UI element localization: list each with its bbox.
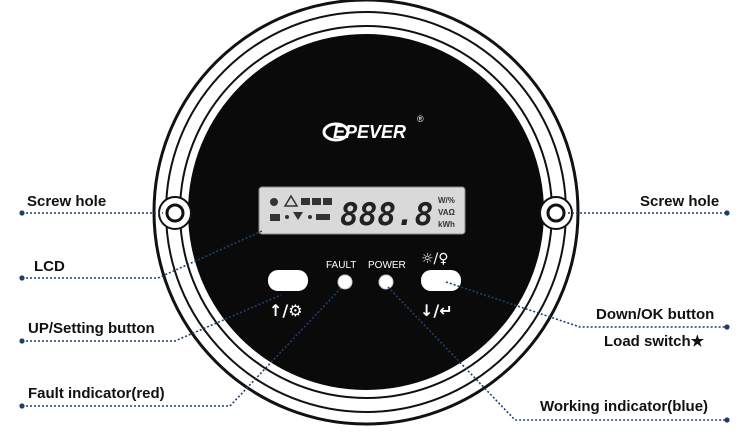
leader-lines: [22, 212, 727, 421]
up-setting-symbol: ↑/⚙: [269, 301, 303, 320]
callout-screw-hole-left: Screw hole: [27, 193, 107, 210]
brand-name: EPEVER: [333, 122, 406, 142]
up-setting-button[interactable]: [268, 270, 308, 291]
fault-indicator: [337, 274, 353, 290]
lcd-display: 888.8 W/% VAΩ kWh: [258, 186, 466, 235]
callout-up-setting-button: UP/Setting button: [28, 320, 155, 337]
callout-fault-indicator: Fault indicator(red): [28, 385, 165, 402]
leader-endpoints: [19, 210, 730, 423]
leader-lcd: [22, 230, 263, 279]
registered-mark: ®: [417, 114, 424, 124]
leader-up-button: [22, 294, 282, 342]
load-icon: [293, 212, 303, 220]
brand-logo: EPEVER ®: [322, 114, 424, 142]
battery-small-icon: [270, 214, 280, 221]
leader-down-button: [445, 281, 727, 328]
warning-icon: [283, 194, 299, 207]
load-switch-symbol: ☼/♀: [421, 251, 449, 267]
battery-icon: [301, 198, 310, 205]
sun-icon: [270, 198, 278, 206]
screw-hole-right: [539, 196, 573, 230]
lcd-unit-top: W/%: [438, 196, 455, 205]
callout-screw-hole-right: Screw hole: [640, 193, 720, 210]
lcd-digits: 888.8: [340, 197, 433, 233]
power-label: POWER: [368, 260, 406, 271]
down-ok-button[interactable]: [421, 270, 461, 291]
callout-working-indicator: Working indicator(blue): [540, 398, 709, 415]
leader-working: [387, 286, 727, 421]
callout-load-switch: Load switch★: [604, 333, 705, 350]
callout-down-ok-button: Down/OK button: [596, 306, 715, 323]
leader-fault: [22, 286, 343, 407]
arrow-dot-icon: [285, 215, 289, 219]
bulb-icon: [316, 214, 330, 220]
lcd-unit-bot: kWh: [438, 220, 455, 229]
fault-label: FAULT: [326, 260, 356, 271]
lcd-unit-mid: VAΩ: [438, 208, 456, 217]
screw-hole-left: [158, 196, 192, 230]
callout-lcd: LCD: [34, 258, 65, 275]
working-indicator: [378, 274, 394, 290]
lcd-status-icons: [270, 194, 332, 221]
down-ok-symbol: ↓/↵: [420, 301, 453, 320]
